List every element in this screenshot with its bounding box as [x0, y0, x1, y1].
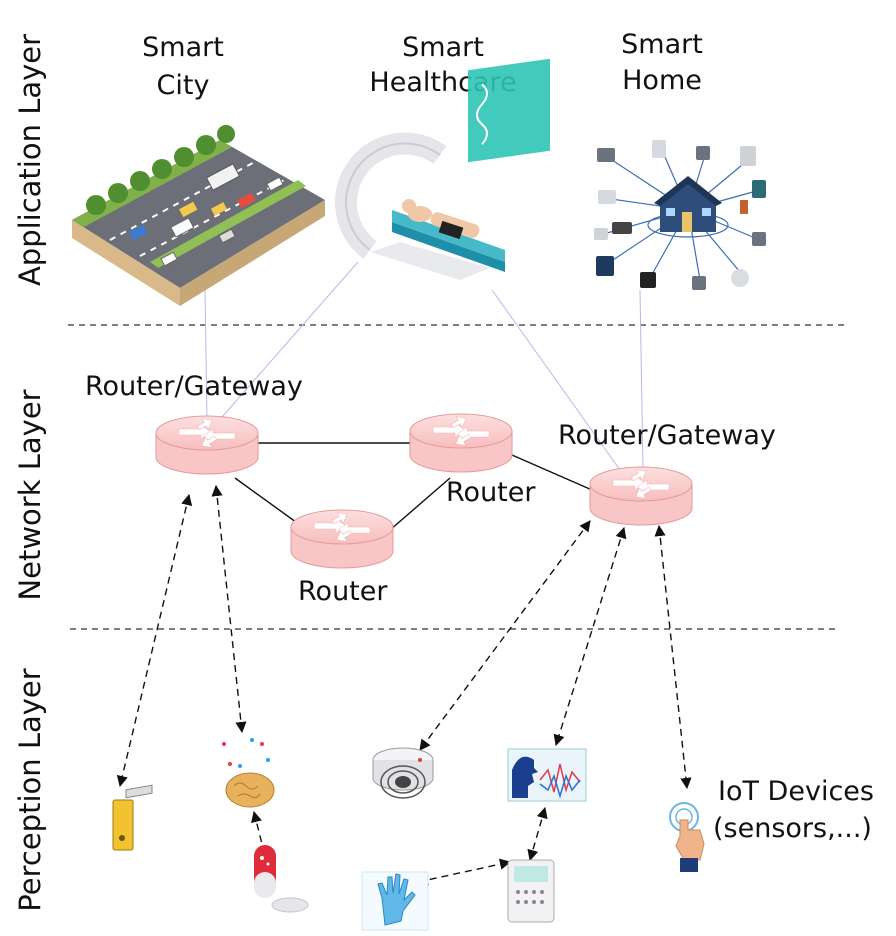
link-gw-left-router-bottom — [234, 477, 301, 526]
arrow-voice-device — [527, 806, 548, 862]
link-health-gateway-right — [491, 289, 621, 471]
arrow-gw-left-door-lock — [116, 493, 193, 788]
door-lock-icon — [112, 784, 153, 851]
router-top — [409, 413, 513, 473]
arrow-gw-right-touch — [654, 524, 692, 790]
link-router-top-router-bottom — [389, 477, 451, 531]
iot-devices-label-1: IoT Devices — [718, 776, 874, 807]
network-layer-label: Network Layer — [13, 389, 47, 600]
smart-city-label-1: Smart — [142, 32, 224, 63]
application-layer-label: Application Layer — [13, 34, 47, 286]
router-top-label: Router — [446, 477, 536, 508]
smart-city-icon — [72, 125, 325, 306]
router-bottom-label: Router — [298, 576, 388, 607]
application-links — [204, 261, 644, 471]
medical-device-icon — [507, 859, 555, 923]
brain-icon — [225, 772, 275, 808]
chip-icon — [222, 738, 270, 768]
smart-home-label-2: Home — [622, 65, 702, 96]
router-gateway-left — [155, 415, 259, 475]
smart-healthcare-icon — [335, 58, 550, 280]
hand-scan-icon — [361, 871, 429, 931]
smart-home-label-1: Smart — [621, 29, 703, 60]
device-links — [116, 484, 692, 886]
smart-healthcare-label-1: Smart — [402, 32, 484, 63]
link-home-gateway — [639, 289, 644, 471]
link-router-top-gw-right — [511, 454, 593, 491]
pill-icon — [254, 845, 309, 913]
voice-wave-icon — [507, 748, 587, 802]
link-city-gateway — [204, 289, 208, 421]
arrow-gw-left-chip — [211, 484, 247, 734]
router-gateway-right — [589, 466, 693, 526]
touch-sensor-icon — [669, 802, 705, 872]
gateway-right-label: Router/Gateway — [558, 420, 776, 451]
smart-home-icon — [594, 140, 766, 290]
smart-city-label-2: City — [157, 70, 210, 101]
link-health-gateway-left — [214, 261, 359, 426]
arrow-gw-right-voice — [553, 526, 627, 747]
perception-layer-label: Perception Layer — [13, 668, 47, 911]
smoke-detector-icon — [372, 747, 434, 799]
gateway-left-label: Router/Gateway — [85, 371, 303, 402]
iot-devices-label-2: (sensors,...) — [713, 813, 872, 844]
arrow-hand-device — [416, 858, 512, 886]
router-bottom — [290, 509, 394, 569]
